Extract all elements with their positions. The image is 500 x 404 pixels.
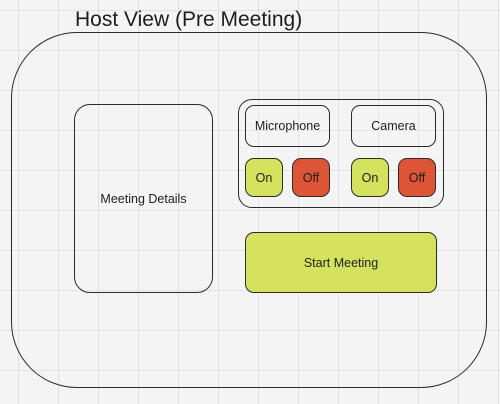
start-meeting-button[interactable]: Start Meeting: [245, 232, 437, 293]
microphone-label-text: Microphone: [254, 119, 321, 133]
camera-on-button[interactable]: On: [351, 158, 389, 197]
microphone-label: Microphone: [245, 105, 330, 147]
camera-label-text: Camera: [371, 119, 416, 133]
camera-off-button[interactable]: Off: [398, 158, 436, 197]
microphone-on-button[interactable]: On: [245, 158, 283, 197]
meeting-details-panel: Meeting Details: [74, 104, 213, 293]
device-frame: [11, 32, 487, 388]
microphone-off-label: Off: [302, 170, 320, 185]
camera-label: Camera: [351, 105, 436, 147]
page-title: Host View (Pre Meeting): [75, 8, 303, 31]
microphone-on-label: On: [255, 170, 273, 185]
meeting-details-label: Meeting Details: [100, 191, 187, 206]
camera-on-label: On: [361, 170, 379, 185]
start-meeting-label: Start Meeting: [303, 255, 379, 270]
camera-off-label: Off: [408, 170, 426, 185]
device-controls-group: [238, 99, 444, 208]
microphone-off-button[interactable]: Off: [292, 158, 330, 197]
